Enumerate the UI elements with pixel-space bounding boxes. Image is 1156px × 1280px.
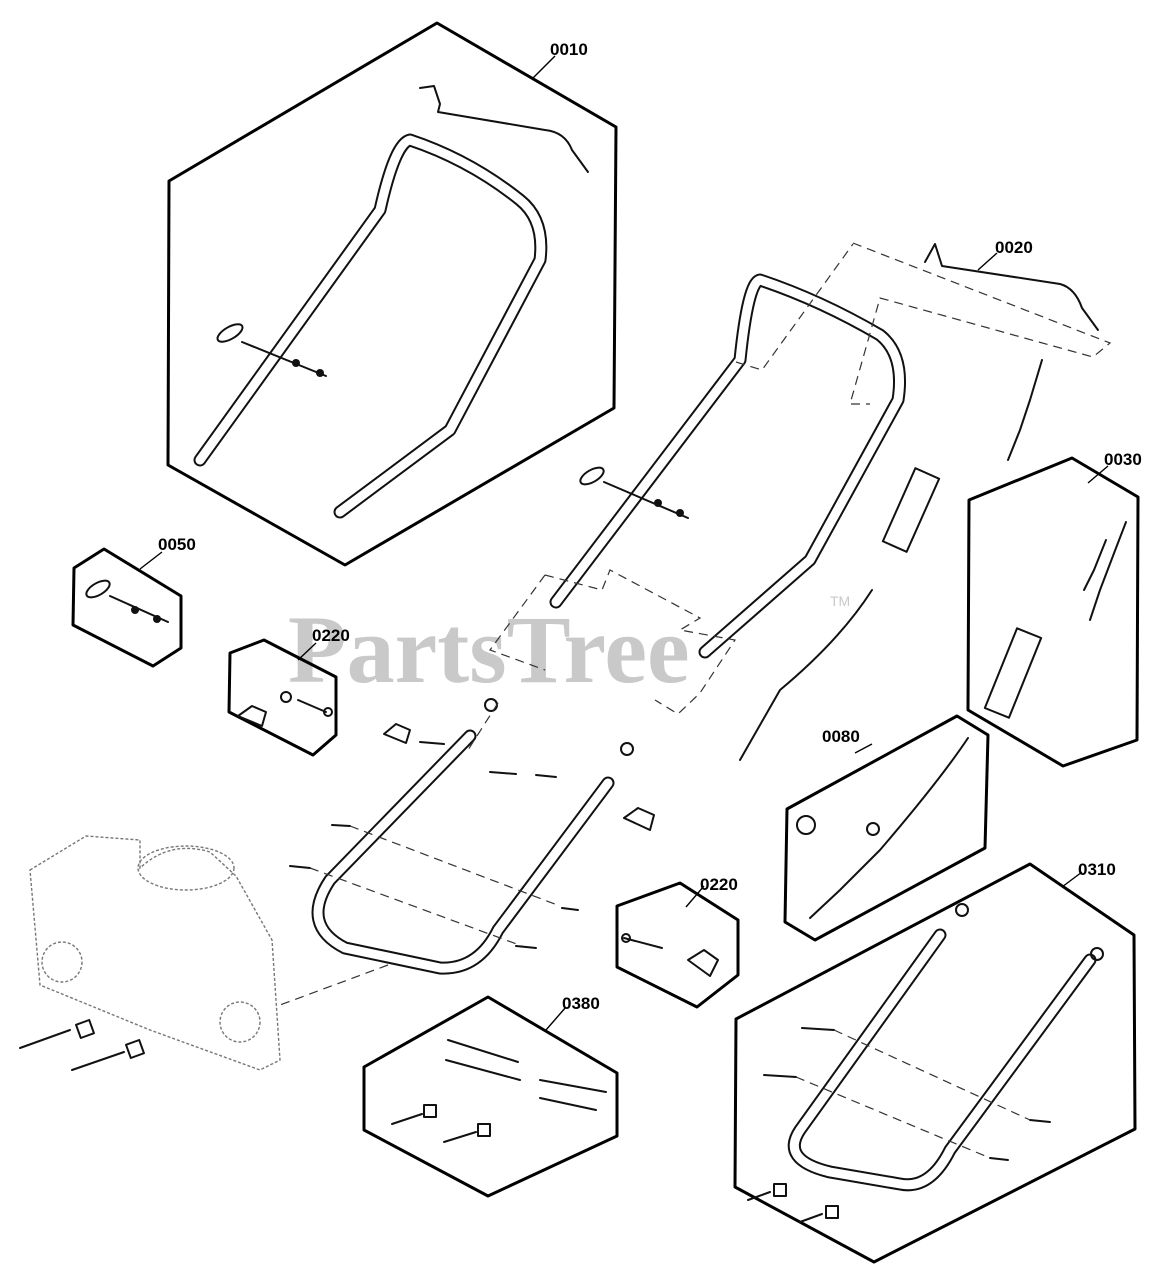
callout-0310[interactable]: 0310 xyxy=(1078,860,1116,879)
callout-0050[interactable]: 0050 xyxy=(158,535,196,554)
dash-310-b xyxy=(795,1076,991,1159)
dash-bolt-2 xyxy=(309,867,523,947)
callout-0020[interactable]: 0020 xyxy=(995,238,1033,257)
kit-box-0380[interactable] xyxy=(362,995,619,1198)
leader-0220-right xyxy=(685,885,705,908)
dash-housing xyxy=(279,964,389,1006)
dash-310-a xyxy=(833,1029,1031,1121)
callout-0030[interactable]: 0030 xyxy=(1104,450,1142,469)
leader-0380 xyxy=(545,1006,567,1031)
kit-box-0220-left[interactable] xyxy=(227,638,338,757)
dash-callout-0020 xyxy=(849,242,1112,405)
kit-box-0050[interactable] xyxy=(71,547,183,668)
callout-0220-right[interactable]: 0220 xyxy=(700,875,738,894)
kit-box-0010[interactable] xyxy=(166,21,618,567)
kit-box-0080[interactable] xyxy=(783,714,990,942)
callout-0380[interactable]: 0380 xyxy=(562,994,600,1013)
watermark-text: PartsTree xyxy=(288,596,690,703)
leader-0220-left xyxy=(297,642,317,661)
leader-0020 xyxy=(977,252,998,271)
leader-0310 xyxy=(1061,871,1083,888)
lower-handle-assembly[interactable] xyxy=(289,698,655,975)
leader-0010 xyxy=(531,55,556,80)
auger-housing xyxy=(19,835,281,1071)
leader-0050 xyxy=(139,551,163,570)
callout-0220-left[interactable]: 0220 xyxy=(312,626,350,645)
leader-0030 xyxy=(1087,465,1109,484)
leader-0080 xyxy=(854,743,873,754)
dash-lower-a xyxy=(467,702,499,751)
dash-lower-b xyxy=(544,569,737,715)
kit-box-0220-right[interactable] xyxy=(615,881,740,1009)
dash-bolt-1 xyxy=(349,825,561,907)
callout-0010[interactable]: 0010 xyxy=(550,40,588,59)
kit-box-0030[interactable] xyxy=(966,456,1140,768)
upper-handle-assembly[interactable] xyxy=(549,243,1099,761)
kit-box-0310[interactable] xyxy=(733,862,1137,1264)
callout-0080[interactable]: 0080 xyxy=(822,727,860,746)
watermark-tm: TM xyxy=(830,593,850,609)
dash-lower-c xyxy=(489,574,546,671)
